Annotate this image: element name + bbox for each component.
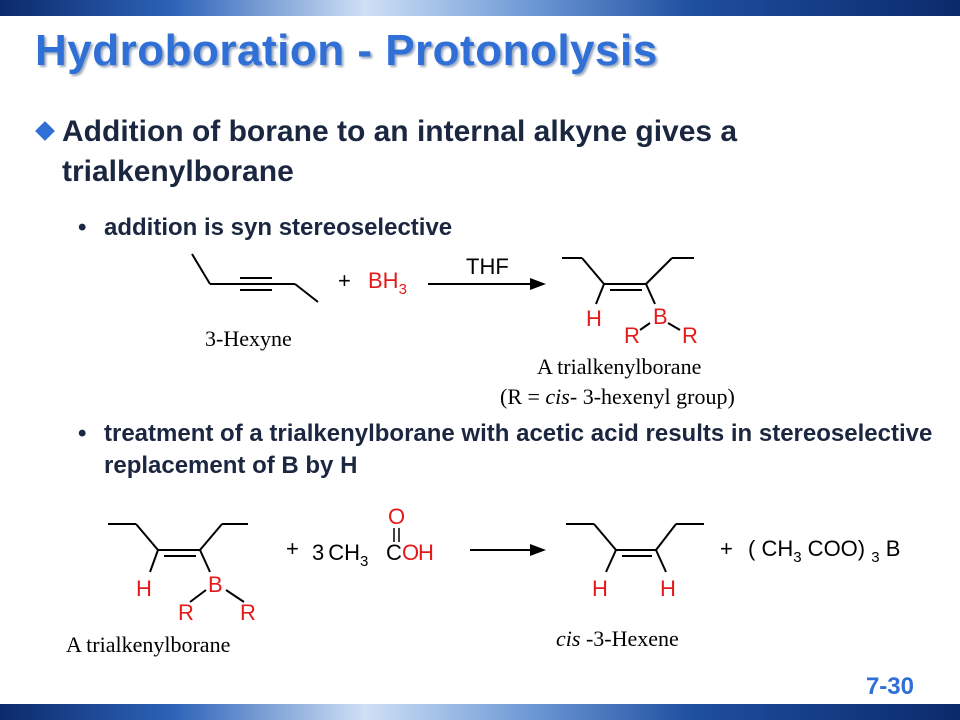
borane-subscript: 3 — [399, 281, 407, 298]
sub-bullet-protonolysis: • treatment of a trialkenylborane with a… — [78, 418, 948, 498]
hexyne-bond — [191, 253, 211, 285]
atom-r: R — [682, 323, 698, 348]
product-bond — [593, 523, 617, 551]
trialkenylborane-label-1: A trialkenylborane — [537, 354, 701, 379]
trialkenylborane-structure-2 — [108, 523, 248, 603]
b-r-bond — [667, 322, 681, 331]
hexyne-structure — [191, 253, 319, 303]
hexene-name: -3-Hexene — [580, 626, 678, 651]
byproduct-mid: COO) — [802, 536, 872, 561]
product-bond — [655, 523, 677, 551]
product-bond — [605, 549, 617, 573]
atom-r: R — [178, 600, 194, 625]
b-r-bond — [189, 589, 207, 603]
product-bond — [655, 549, 667, 573]
atom-h: H — [592, 576, 608, 601]
dot-bullet-icon: • — [78, 420, 87, 447]
dot-bullet-icon: • — [78, 214, 87, 241]
plus-sign: + — [338, 268, 351, 293]
atom-h: H — [660, 576, 676, 601]
reaction-1: 3-Hexyne + BH3 THF H B R R A trialkenylb… — [191, 253, 735, 409]
top-decorative-band — [0, 0, 960, 16]
sub-bullet-protonolysis-text: treatment of a trialkenylborane with ace… — [104, 420, 933, 479]
reactant-bond — [199, 523, 223, 551]
atom-b: B — [208, 572, 223, 597]
product-bond — [595, 283, 605, 305]
sub-bullet-syn-text: addition is syn stereoselective — [104, 214, 453, 241]
product-bond — [645, 257, 673, 285]
b-r-bond — [225, 589, 245, 603]
atom-r: R — [240, 600, 256, 625]
reactant-bond — [149, 549, 159, 573]
byproduct-sub: 3 — [793, 549, 801, 566]
slide-title: Hydroboration - Protonolysis — [35, 26, 658, 75]
reaction-arrow-1 — [428, 278, 546, 290]
reaction-arrow-2 — [470, 544, 546, 556]
page-number: 7-30 — [865, 673, 914, 700]
atom-r: R — [624, 323, 640, 348]
acid-oxygen: O — [402, 540, 419, 565]
byproduct-open: ( CH — [748, 536, 793, 561]
reactant-bond — [199, 549, 211, 573]
trialkenylborane-label-2: A trialkenylborane — [66, 632, 230, 657]
cis-prefix: cis — [556, 626, 580, 651]
borane-bh: BH — [368, 268, 399, 293]
r-def-cis: cis — [545, 384, 569, 409]
r-def-post: - 3-hexenyl group) — [570, 384, 735, 409]
arrow-solvent-label: THF — [466, 254, 509, 279]
carbonyl-oxygen: O — [388, 504, 405, 529]
main-bullet-text: Addition of borane to an internal alkyne… — [62, 115, 738, 188]
acid-coefficient: 3 — [312, 540, 324, 565]
hexyne-label: 3-Hexyne — [205, 326, 292, 351]
acid-hydrogen: H — [418, 540, 434, 565]
product-bond — [581, 257, 605, 285]
trialkenylborane-structure-1 — [562, 257, 694, 331]
bottom-decorative-band — [0, 704, 960, 720]
borate-byproduct: ( CH3 COO) 3 B — [748, 536, 900, 566]
hexyne-bond — [294, 283, 319, 303]
plus-sign: + — [286, 536, 299, 561]
product-bond — [645, 283, 656, 305]
r-def-pre: (R = — [500, 384, 545, 409]
acid-carbon: C — [386, 540, 402, 565]
b-r-bond — [639, 322, 651, 331]
cis-hexene-structure — [566, 523, 704, 573]
atom-h: H — [136, 576, 152, 601]
acid-subscript: 3 — [360, 553, 368, 570]
reactant-bond — [135, 523, 159, 551]
cis-hexene-label: cis -3-Hexene — [556, 626, 679, 651]
plus-sign: + — [720, 536, 733, 561]
atom-h: H — [586, 306, 602, 331]
atom-b: B — [653, 304, 668, 329]
byproduct-b: B — [880, 536, 901, 561]
borane-formula: BH3 — [368, 268, 407, 298]
acid-ch: CH — [328, 540, 360, 565]
byproduct-sub2: 3 — [871, 549, 879, 566]
r-group-definition: (R = cis- 3-hexenyl group) — [500, 384, 735, 409]
